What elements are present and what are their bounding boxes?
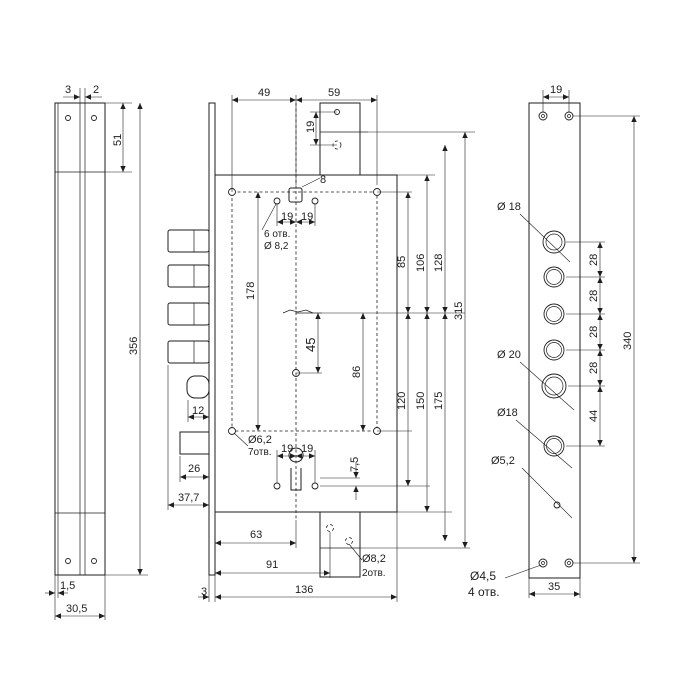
- dim-label: 2: [93, 84, 99, 96]
- dim-label: 8: [320, 174, 326, 186]
- dim-label: 7,5: [349, 457, 361, 472]
- dim-label: 85: [396, 256, 408, 268]
- strike-plate: [528, 102, 581, 579]
- dim-label: 315: [453, 302, 465, 320]
- bolt-icon: [167, 340, 210, 364]
- dim-label: 19: [301, 211, 313, 223]
- dim-label: 86: [351, 366, 363, 378]
- dim-label: 19: [305, 121, 317, 133]
- dim-label: 37,7: [178, 492, 199, 504]
- dim-label: 3: [201, 586, 207, 598]
- bolt-icon: [167, 302, 210, 326]
- dim-label: 120: [396, 392, 408, 410]
- dim-label: 178: [245, 282, 257, 300]
- note-label: 7отв.: [248, 447, 272, 458]
- dim-label: 1,5: [60, 580, 75, 592]
- bolt-hole-icon: [543, 435, 565, 457]
- latch-icon: [186, 375, 210, 399]
- note-label: 6 отв.: [264, 229, 290, 240]
- dim-label: 49: [258, 87, 270, 99]
- bolt-icon: [167, 264, 210, 288]
- dim-label: 45: [303, 338, 318, 352]
- bolt-hole-icon: [543, 266, 565, 288]
- dim-label: 150: [415, 392, 427, 410]
- dim-label: 35: [548, 581, 560, 593]
- bolt-hole-icon: [543, 339, 565, 361]
- spindle-square: [288, 187, 303, 203]
- bolt-icon: [167, 229, 210, 253]
- bolt-hole-icon: [543, 303, 565, 325]
- dim-label: 28: [588, 326, 600, 338]
- dim-label: 12: [192, 405, 204, 417]
- note-label: 4 отв.: [468, 585, 500, 599]
- dim-label: 136: [295, 584, 313, 596]
- screw-hole-icon: [65, 115, 71, 121]
- latch-hole-icon: [541, 373, 567, 399]
- diameter-label: Ø 18: [497, 201, 521, 213]
- dim-label: 19: [281, 211, 293, 223]
- small-hole-icon: [553, 501, 561, 509]
- dim-label: 356: [128, 337, 140, 355]
- lock-case: [214, 174, 398, 513]
- dim-label: 26: [188, 463, 200, 475]
- right-strike-view: 19 Ø 18 Ø 20 Ø18 Ø5,2 28 28 28 28 44 340: [468, 84, 640, 599]
- diameter-label: Ø18: [497, 407, 518, 419]
- dim-label: 128: [433, 254, 445, 272]
- screw-hole-icon: [91, 115, 97, 121]
- note-label: 2отв.: [362, 568, 386, 579]
- dim-label: 91: [266, 559, 278, 571]
- bolts: [167, 229, 210, 455]
- dim-label: 106: [415, 254, 427, 272]
- diameter-label: Ø8,2: [362, 553, 386, 565]
- diameter-label: Ø 8,2: [264, 241, 289, 252]
- diameter-label: Ø4,5: [470, 569, 496, 583]
- dim-label: 175: [433, 392, 445, 410]
- dim-label: 340: [622, 332, 634, 350]
- left-side-view: 3 2 51 356 1,5 30,5: [45, 84, 148, 620]
- dim-label: 3: [65, 84, 71, 96]
- dim-label: 63: [250, 529, 262, 541]
- screw-hole-icon: [91, 558, 97, 564]
- dim-label: 30,5: [66, 603, 87, 615]
- diameter-label: Ø 20: [497, 349, 521, 361]
- dim-label: 19: [550, 84, 562, 96]
- screw-hole-icon: [65, 558, 71, 564]
- dim-label: 28: [588, 362, 600, 374]
- center-front-view: 49 59 19 8 19 19 6 отв. Ø 8,2 178 45 86: [167, 87, 475, 602]
- front-plate: [208, 102, 216, 576]
- dim-label: 28: [588, 254, 600, 266]
- diameter-label: Ø5,2: [491, 455, 515, 467]
- bottom-bracket: [319, 511, 361, 578]
- dim-label: 51: [112, 134, 124, 146]
- dim-label: 19: [301, 443, 313, 455]
- dim-label: 44: [588, 410, 600, 422]
- hole-pattern: [231, 191, 378, 432]
- dim-label: 59: [328, 87, 340, 99]
- diameter-label: Ø6,2: [248, 434, 272, 446]
- dim-label: 19: [281, 443, 293, 455]
- dim-label: 28: [588, 290, 600, 302]
- top-bracket: [319, 102, 361, 176]
- deadlatch-icon: [179, 431, 210, 455]
